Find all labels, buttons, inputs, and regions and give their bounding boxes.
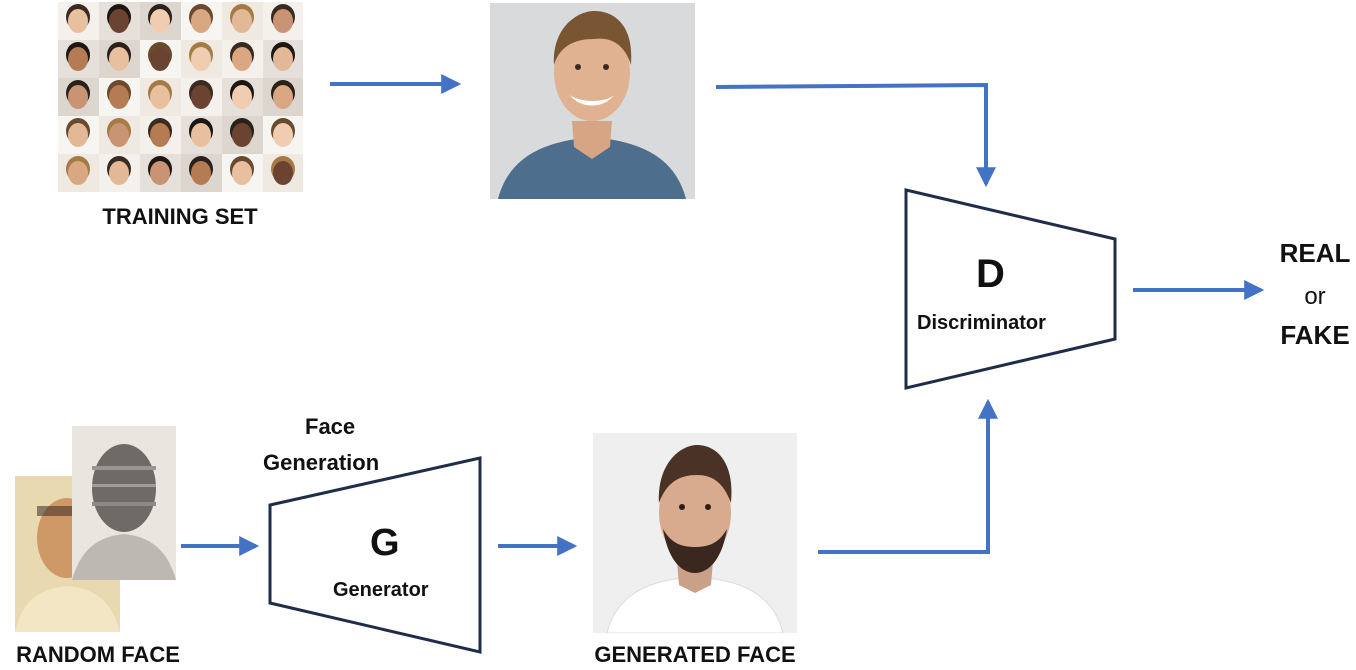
noise-face-overlay-icon bbox=[72, 426, 176, 580]
generator-letter: G bbox=[370, 522, 400, 564]
arrow-generated-face-to-discriminator bbox=[818, 398, 998, 554]
face-generation-caption-line2: Generation bbox=[263, 450, 380, 475]
face-generation-caption-line1: Face bbox=[305, 414, 356, 439]
output-real-label: REAL bbox=[1279, 238, 1351, 268]
discriminator-name: Discriminator bbox=[917, 312, 1046, 334]
face-collage-icon bbox=[58, 2, 303, 192]
discriminator-letter: D bbox=[976, 252, 1005, 296]
generator-name: Generator bbox=[333, 579, 429, 601]
random-face-label: RANDOM FACE bbox=[16, 642, 180, 667]
training-set-label: TRAINING SET bbox=[102, 204, 258, 229]
output-fake-label: FAKE bbox=[1280, 320, 1350, 350]
output-or-label: or bbox=[1304, 283, 1326, 310]
generated-face-photo-icon bbox=[593, 433, 797, 633]
generated-face-label: GENERATED FACE bbox=[594, 642, 796, 667]
arrow-real-face-to-discriminator bbox=[715, 82, 996, 188]
real-face-photo-icon bbox=[490, 3, 695, 199]
